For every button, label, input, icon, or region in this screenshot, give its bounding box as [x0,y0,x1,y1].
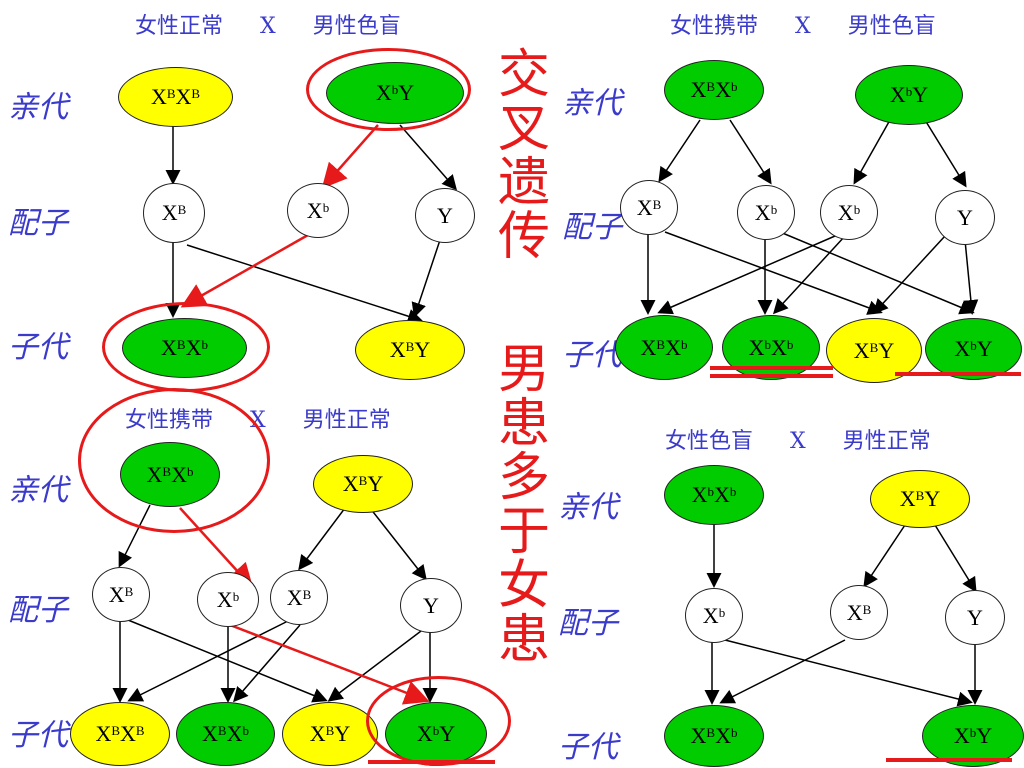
underline [368,760,495,764]
cross-symbol: X [260,14,276,39]
underline [710,374,833,378]
gamete-node: Y [400,578,462,633]
highlight-circle [78,388,270,533]
female-phenotype: 女性正常 [135,14,224,39]
underline [895,372,1021,376]
heading-males-more-affected: 男患多于女患 [497,340,550,670]
cross-symbol: X [795,14,811,39]
male-phenotype: 男性色盲 [312,14,401,39]
label-offspring: 子代 [8,718,68,753]
label-offspring: 子代 [558,730,618,765]
label-gamete: 配子 [562,210,622,245]
male-phenotype: 男性色盲 [847,14,936,39]
label-offspring: 子代 [562,338,622,373]
female-phenotype: 女性色盲 [665,429,754,454]
label-gamete: 配子 [8,206,68,241]
underline [710,366,833,370]
panel-title-top-left: 女性正常 X 男性色盲 [135,8,401,40]
panel-title-bottom-right: 女性色盲 X 男性正常 [665,423,931,455]
label-parent: 亲代 [562,86,622,121]
cross-symbol: X [790,429,806,454]
gamete-node: Y [935,190,995,245]
highlight-circle [306,48,471,131]
label-gamete: 配子 [8,593,68,628]
underline [886,758,1012,762]
label-parent: 亲代 [558,490,618,525]
label-offspring: 子代 [8,330,68,365]
heading-cross-inheritance: 交叉遗传 [497,45,550,267]
gamete-node: Y [945,590,1005,645]
label-parent: 亲代 [8,473,68,508]
panel-title-top-right: 女性携带 X 男性色盲 [670,8,936,40]
highlight-circle [366,676,511,766]
label-parent: 亲代 [8,90,68,125]
male-phenotype: 男性正常 [302,408,391,433]
gamete-node: Y [415,188,475,243]
highlight-circle [102,302,270,392]
female-phenotype: 女性携带 [670,14,759,39]
label-gamete: 配子 [558,606,618,641]
male-phenotype: 男性正常 [842,429,931,454]
